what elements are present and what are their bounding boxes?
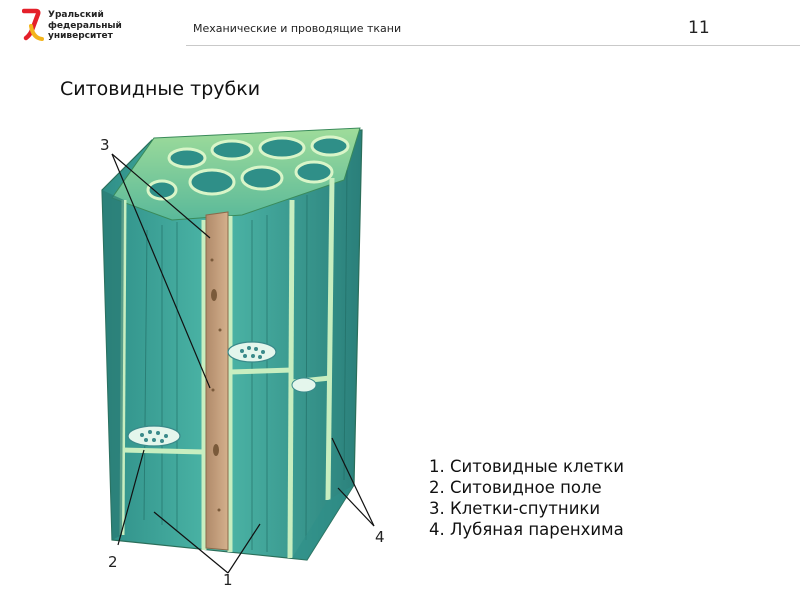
- logo-line-3: университет: [48, 31, 113, 41]
- logo-line-2: федеральный: [48, 20, 122, 31]
- sieve-tube-illustration: 3 2 1 4: [92, 120, 402, 595]
- logo-text: Уральский федеральный университет: [48, 10, 122, 42]
- sieve-tube-drawing: 3 2 1 4: [100, 127, 385, 589]
- page-number: 11: [688, 18, 710, 38]
- callout-4: 4: [375, 528, 385, 546]
- callout-2: 2: [108, 553, 118, 571]
- header-title: Механические и проводящие ткани: [193, 22, 402, 35]
- university-logo: Уральский федеральный университет: [22, 8, 142, 44]
- legend-item-1: Ситовидные клетки: [450, 456, 638, 477]
- legend-item-2: Ситовидное поле: [450, 477, 638, 498]
- callout-lines: [111, 153, 375, 574]
- legend-item-3: Клетки-спутники: [450, 498, 638, 519]
- logo-mark-icon: [22, 8, 44, 41]
- legend-item-4: Лубяная паренхима: [450, 519, 638, 540]
- header-divider: [186, 45, 800, 46]
- tissue-block: [101, 127, 363, 561]
- sieve-plates: [127, 341, 317, 447]
- callout-3: 3: [100, 136, 110, 154]
- logo-line-1: Уральский: [48, 10, 104, 20]
- callout-1: 1: [223, 571, 233, 589]
- legend-list: Ситовидные клетки Ситовидное поле Клетки…: [418, 456, 638, 540]
- slide-title: Ситовидные трубки: [60, 78, 261, 100]
